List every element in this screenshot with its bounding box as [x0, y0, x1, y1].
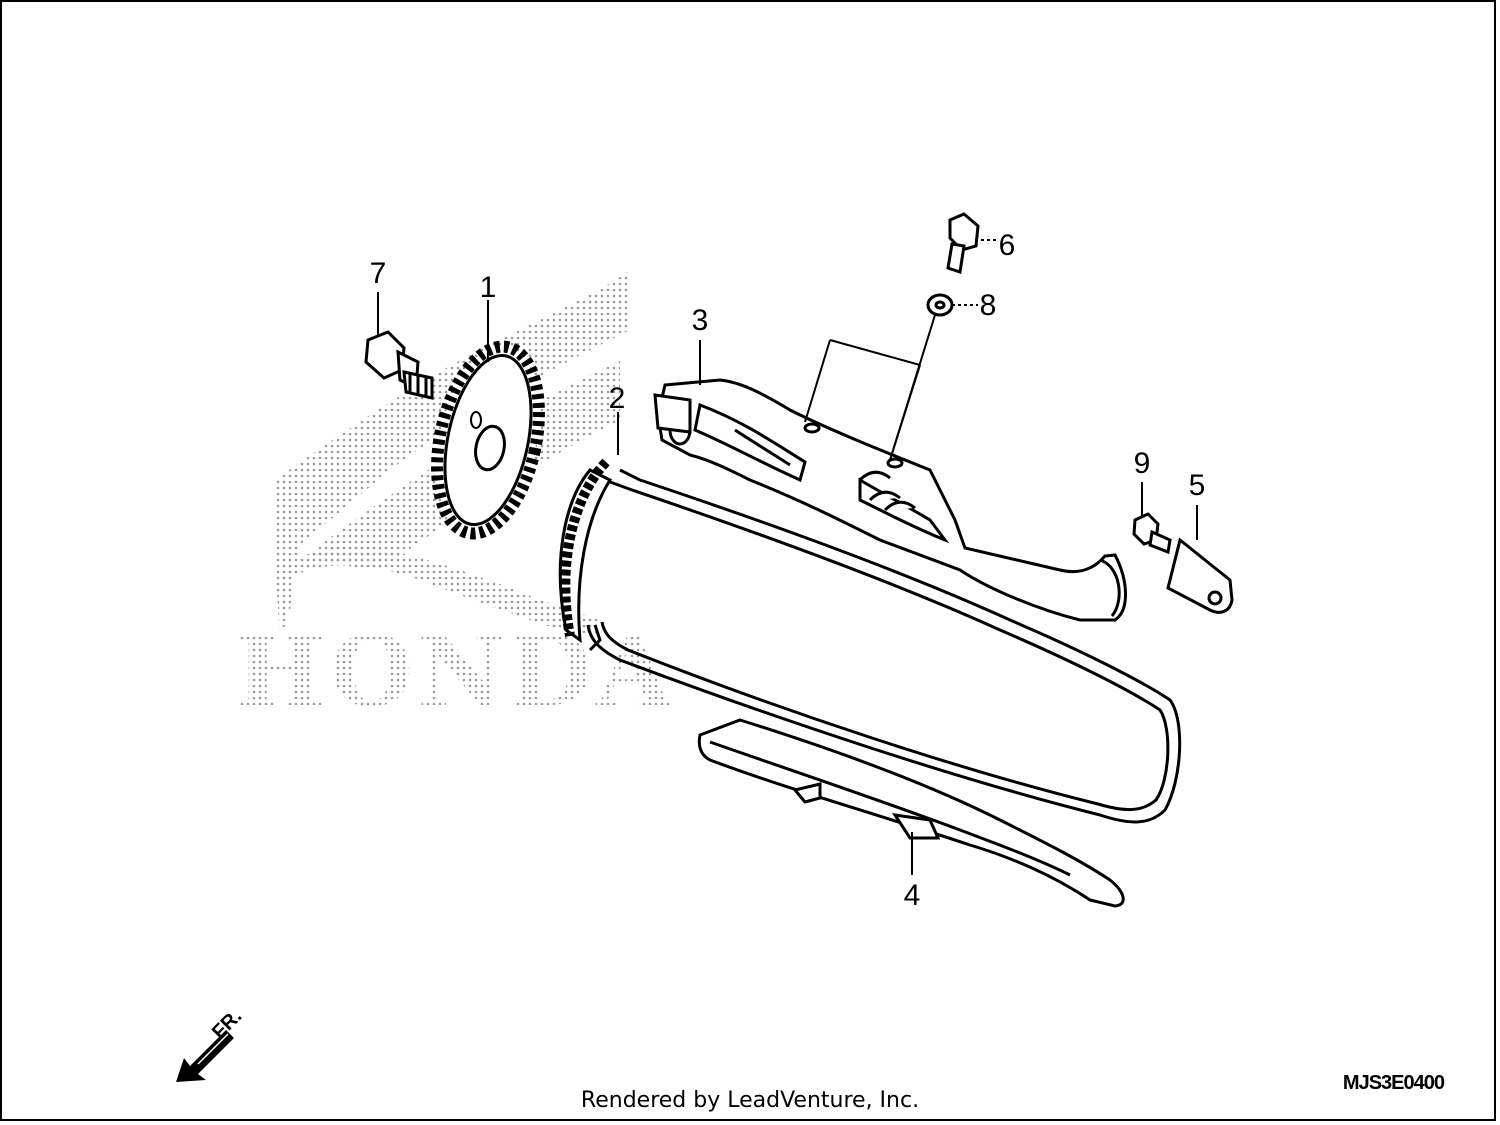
callout-4: 4 [904, 879, 921, 912]
callout-7: 7 [370, 257, 387, 290]
cam-chain-2[interactable] [558, 458, 1182, 824]
leader-lines [377, 239, 1198, 875]
callout-labels: 1 2 3 4 5 6 7 8 9 [370, 229, 1206, 912]
cam-sprocket-1[interactable] [421, 337, 554, 543]
chain-guide-4[interactable] [697, 718, 1125, 908]
front-direction-marker: FR. [176, 1005, 246, 1082]
callout-1: 1 [480, 271, 497, 304]
diagram-code: MJS3E0400 [1342, 1072, 1445, 1094]
callout-3: 3 [692, 304, 709, 337]
front-label: FR. [208, 1005, 246, 1043]
washer-8[interactable] [926, 293, 954, 317]
callout-9: 9 [1134, 447, 1151, 480]
honda-wordmark: HONDA [235, 615, 675, 728]
callout-8: 8 [980, 289, 997, 322]
callout-2: 2 [609, 382, 626, 415]
bolt-7[interactable] [364, 330, 434, 400]
bolt-9[interactable] [1132, 512, 1172, 555]
front-direction-arrow-icon [176, 1027, 234, 1082]
chain-tensioner-arm-3[interactable] [653, 378, 1127, 622]
callout-6: 6 [999, 229, 1016, 262]
callout-5: 5 [1189, 469, 1206, 502]
bolt-6[interactable] [946, 212, 980, 274]
bracket-5[interactable] [1166, 537, 1234, 614]
footer-credit: Rendered by LeadVenture, Inc. [580, 1088, 920, 1113]
